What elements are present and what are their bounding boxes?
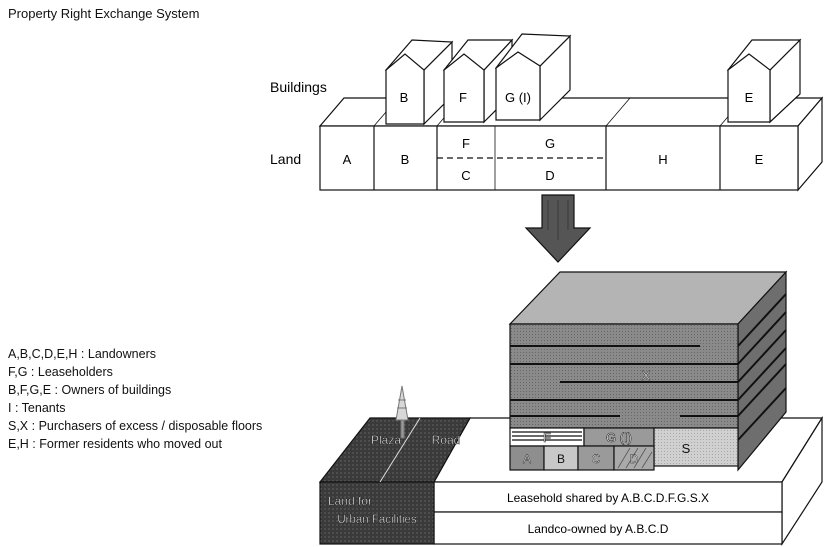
urban-label-line1: Land for [328, 494, 372, 508]
legend-item-building-owners: B,F,G,E : Owners of buildings [8, 383, 172, 397]
buildings-label: Buildings [270, 79, 327, 95]
down-arrow [524, 194, 592, 263]
row-s [653, 427, 739, 467]
leasehold-slab [433, 481, 783, 513]
legend-item-landowners: A,B,C,D,E,H : Landowners [8, 347, 156, 361]
tower-label-x: X [642, 368, 651, 383]
road-label: Road [432, 433, 461, 447]
land-cell-b: B [401, 152, 410, 167]
land-label: Land [270, 151, 301, 167]
land-cell-d: D [545, 168, 554, 183]
row-label-b: B [557, 452, 565, 466]
tower-front [509, 323, 739, 429]
land-cell-e: E [755, 152, 764, 167]
legend-item-tenants: I : Tenants [8, 401, 66, 415]
row-label-d: D [630, 452, 639, 466]
house-e [726, 38, 802, 124]
row-label-gi: G (I) [606, 430, 632, 445]
land-cell-c: C [461, 168, 470, 183]
land-cell-a: A [343, 152, 352, 167]
row-label-c: C [592, 452, 601, 466]
tree-icon [395, 385, 409, 439]
urban-land-front [319, 481, 435, 545]
landco-slab [433, 511, 783, 545]
building-label-g: G (I) [505, 90, 531, 105]
row-label-s: S [682, 441, 691, 456]
building-label-f: F [459, 90, 467, 105]
legend: A,B,C,D,E,H : Landowners F,G : Leasehold… [8, 345, 262, 453]
land-cell-h: H [658, 152, 667, 167]
house-b [384, 39, 454, 126]
house-g [494, 33, 572, 122]
urban-label-line2: Urban Facilities [337, 514, 416, 526]
tower [508, 270, 788, 472]
plaza-label: Plaza [371, 433, 401, 447]
row-label-f: F [543, 430, 551, 445]
legend-item-leaseholders: F,G : Leaseholders [8, 365, 113, 379]
urban-land-block [318, 417, 472, 545]
building-label-e: E [745, 90, 754, 105]
row-d [613, 445, 655, 471]
leasehold-label: Leasehold shared by A.B.C.D.F.G.S.X [507, 491, 709, 505]
land-cell-g: G [545, 136, 555, 151]
diagram-title: Property Right Exchange System [8, 6, 200, 21]
legend-item-former-residents: E,H : Former residents who moved out [8, 437, 222, 451]
land-cell-f: F [462, 136, 470, 151]
row-label-a: A [523, 452, 531, 466]
row-c [577, 445, 615, 471]
landco-label: Landco-owned by A.B.C.D [528, 522, 669, 536]
legend-item-purchasers: S,X : Purchasers of excess / disposable … [8, 419, 263, 433]
row-b [543, 445, 579, 471]
building-label-b: B [400, 90, 409, 105]
